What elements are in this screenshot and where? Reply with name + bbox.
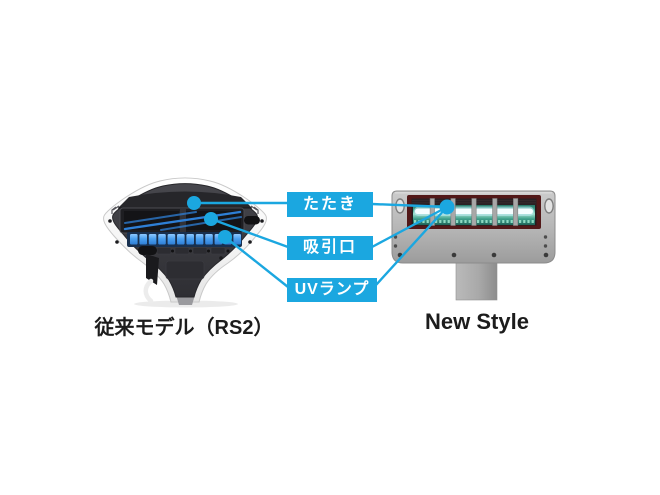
vent-row [156, 247, 230, 255]
old-model-illustration [103, 177, 267, 308]
suction-window [119, 207, 245, 234]
corner-bracket-right [250, 205, 259, 214]
grid-dividers [429, 198, 519, 226]
label-beating: たたき [287, 192, 373, 217]
mount-hole-right [544, 198, 554, 214]
caption-old-model: 従来モデル（RS2） [94, 317, 274, 339]
brush-streaks [123, 210, 242, 231]
callout-dots [187, 196, 455, 244]
caption-new-model: New Style [425, 309, 529, 334]
right-pill [244, 216, 260, 225]
connector-line-beating-right [370, 202, 449, 209]
left-pill [138, 246, 157, 255]
new-model-screws [393, 235, 549, 258]
callout-connectors [192, 201, 449, 289]
connector-line-uv-right [374, 205, 449, 287]
connector-line-suction-right [370, 205, 449, 249]
callout-dot-new-style [439, 199, 455, 215]
callout-dot-suction [204, 212, 218, 226]
callout-dot-uv [218, 230, 232, 244]
connector-line-suction-left [209, 217, 290, 249]
cable-hook [143, 278, 154, 304]
corner-bracket-left [111, 205, 120, 214]
label-uv-lamp: UVランプ [287, 278, 377, 302]
side-attachment [146, 254, 159, 285]
callout-dot-beating [187, 196, 201, 210]
connector-line-uv-left [223, 235, 290, 289]
label-suction: 吸引口 [287, 236, 373, 260]
label-plate [165, 260, 205, 280]
new-model-illustration [391, 190, 556, 301]
